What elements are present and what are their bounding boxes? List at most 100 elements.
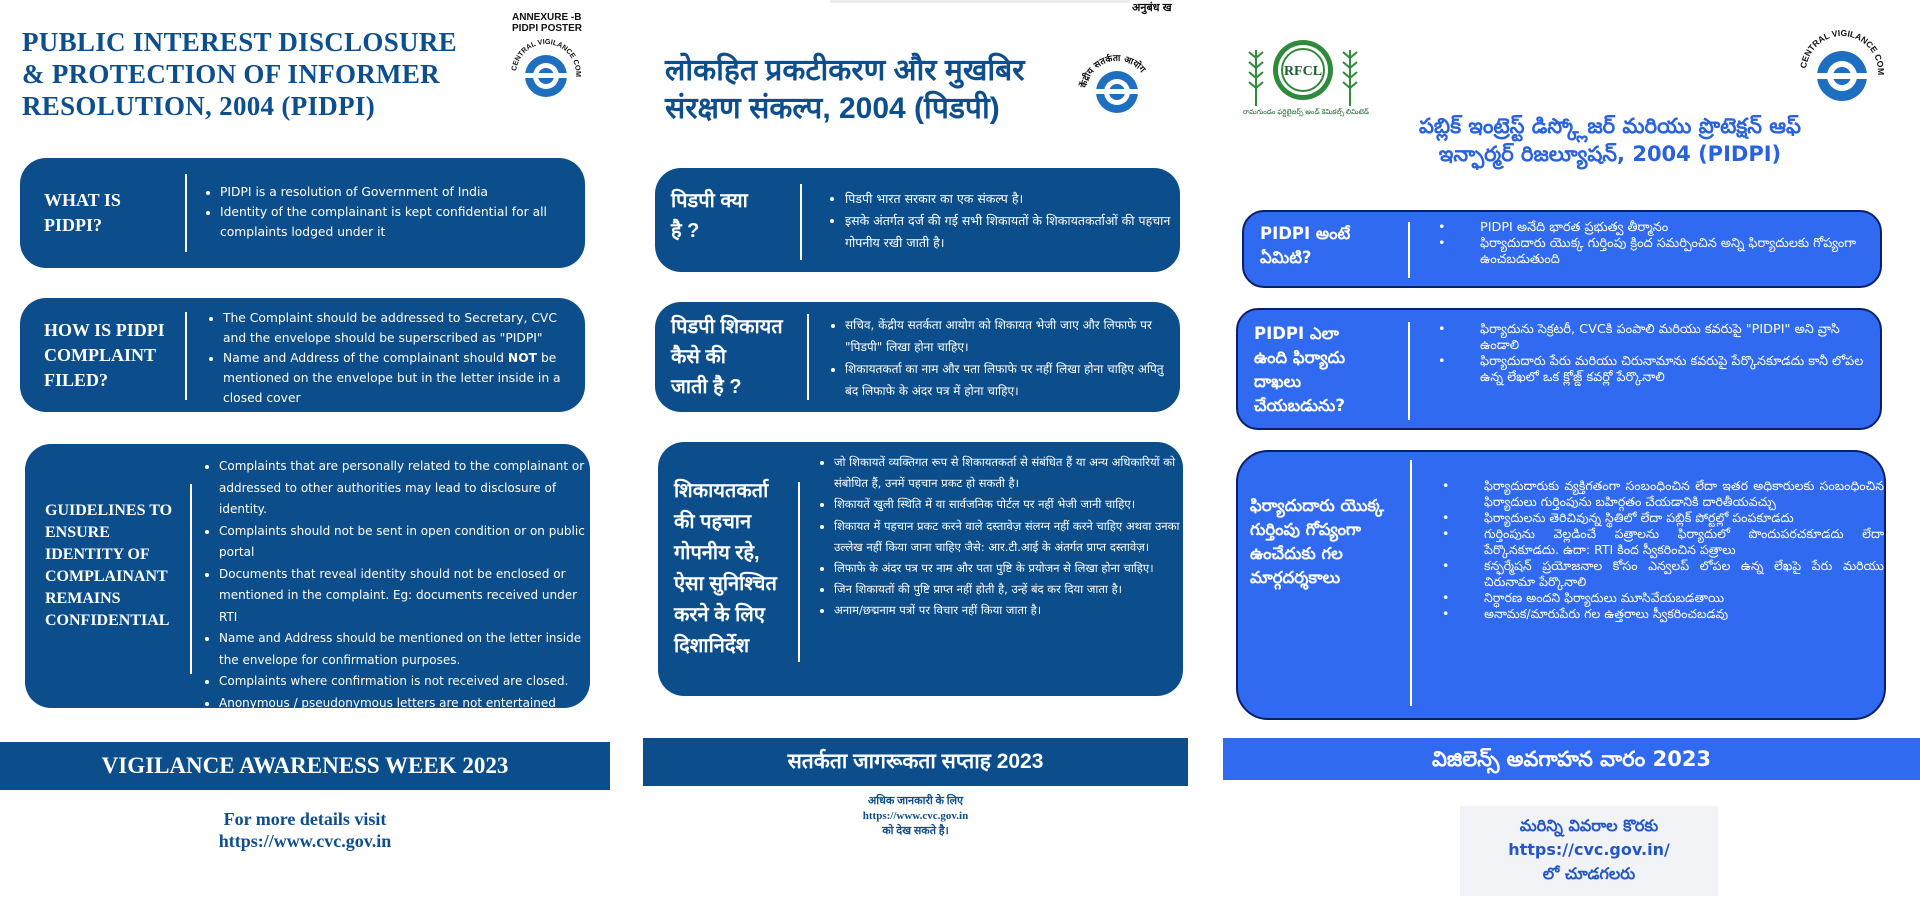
heading-line: PIDPI? xyxy=(44,215,102,235)
annexure-label-hindi: अनुबंध ख xyxy=(1132,2,1172,14)
heading-line: पिडपी क्या xyxy=(671,190,748,212)
heading-line: COMPLAINT xyxy=(44,345,156,365)
what-is-pidpi-box: WHAT IS PIDPI? PIDPI is a resolution of … xyxy=(20,158,585,268)
title-line: PUBLIC INTEREST DISCLOSURE xyxy=(22,27,457,57)
item-text: Name and Address of the complainant shou… xyxy=(223,351,508,365)
title-line: संरक्षण संकल्प, 2004 (पिडपी) xyxy=(665,92,1000,125)
list-item: ఫిర్యాదుదారుకు వ్యక్తిగతంగా సంబంధించిన ల… xyxy=(1484,478,1884,510)
list-item: शिकायत में पहचान प्रकट करने वाले दस्तावे… xyxy=(834,516,1184,558)
title-line: लोकहित प्रकटीकरण और मुखबिर xyxy=(665,54,1025,87)
list-item: PIDPI అనేది భారత ప్రభుత్వ తీర్మానం xyxy=(1480,220,1880,236)
annexure-label: ANNEXURE -B PIDPI POSTER xyxy=(512,12,582,34)
heading-line: कैसे की xyxy=(671,346,726,368)
divider xyxy=(190,484,192,674)
awareness-week-banner: VIGILANCE AWARENESS WEEK 2023 xyxy=(0,742,610,790)
guidelines-box-telugu: ఫిర్యాదుదారు యొక్క గుర్తింపు గోప్యంగా ఉం… xyxy=(1236,450,1886,720)
list-item: ఫిర్యాదును సెక్రటరీ, CVCకి పంపాలి మరియు … xyxy=(1480,322,1880,354)
item-emphasis: NOT xyxy=(507,351,538,365)
list-item: लिफाफे के अंदर पत्र पर नाम और पता पुष्टि… xyxy=(834,558,1184,579)
annex-line: ANNEXURE -B xyxy=(512,12,582,23)
list-item: Documents that reveal identity should no… xyxy=(219,564,591,629)
how-filed-box-hindi: पिडपी शिकायत कैसे की जाती है ? सचिव, कें… xyxy=(655,302,1180,412)
heading-line: GUIDELINES TO xyxy=(45,502,173,519)
how-filed-box-telugu: PIDPI ఎలా ఉంది ఫిర్యాదు దాఖలు చేయబడును? … xyxy=(1236,308,1882,430)
awareness-week-banner-hindi: सतर्कता जागरूकता सप्ताह 2023 xyxy=(643,738,1188,786)
box-heading: PIDPI ఎలా ఉంది ఫిర్యాదు దాఖలు చేయబడును? xyxy=(1254,322,1345,418)
box-heading: पिडपी शिकायत कैसे की जाती है ? xyxy=(671,312,783,402)
box-heading: WHAT IS PIDPI? xyxy=(44,188,121,238)
footer-line: మరిన్ని వివరాల కొరకు xyxy=(1519,816,1659,835)
heading-line: है ? xyxy=(671,220,700,242)
english-title: PUBLIC INTEREST DISCLOSURE & PROTECTION … xyxy=(22,26,482,122)
footer-line: లో చూడగలరు xyxy=(1542,864,1636,883)
heading-line: గుర్తింపు గోప్యంగా xyxy=(1250,520,1362,539)
divider xyxy=(185,312,187,400)
heading-line: जाती है ? xyxy=(671,376,742,398)
box-list: Complaints that are personally related t… xyxy=(201,456,591,714)
heading-line: की पहचान xyxy=(674,511,752,533)
heading-line: HOW IS PIDPI xyxy=(44,320,165,340)
list-item: Name and Address of the complainant shou… xyxy=(223,348,573,408)
heading-line: शिकायतकर्ता xyxy=(674,480,769,502)
rfcl-logo-icon: RFCL xyxy=(1244,28,1362,116)
guidelines-box: GUIDELINES TO ENSURE IDENTITY OF COMPLAI… xyxy=(25,444,590,710)
divider xyxy=(798,482,800,662)
telugu-footer: మరిన్ని వివరాల కొరకు https://cvc.gov.in/… xyxy=(1460,806,1718,896)
list-item: जो शिकायतें व्यक्तिगत रूप से शिकायतकर्ता… xyxy=(834,452,1184,494)
list-item: నిర్ధారణ అందని ఫిర్యాదులు మూసివేయబడతాయి xyxy=(1484,590,1884,606)
awareness-week-banner-telugu: విజిలెన్స్ అవగాహన వారం 2023 xyxy=(1223,738,1920,780)
list-item: The Complaint should be addressed to Sec… xyxy=(223,308,573,348)
cvc-emblem-hindi-icon: केंद्रीय सतर्कता आयोग xyxy=(1077,46,1156,132)
divider xyxy=(1408,322,1410,420)
heading-line: ఏమిటి? xyxy=(1260,248,1312,267)
list-item: शिकायतें खुली स्थिति में या सार्वजनिक पो… xyxy=(834,494,1184,515)
list-item: గుర్తింపును వెల్లడించే పత్రాలను ఫిర్యాదు… xyxy=(1484,526,1884,558)
title-line: ఇన్ఫార్మర్ రిజల్యూషన్, 2004 (PIDPI) xyxy=(1438,142,1782,166)
heading-line: COMPLAINANT xyxy=(45,568,168,585)
heading-line: దాఖలు xyxy=(1254,372,1302,391)
title-line: పబ్లిక్ ఇంట్రెస్ట్ డిస్క్లోజర్ మరియు ప్ర… xyxy=(1419,114,1801,138)
telugu-title: పబ్లిక్ ఇంట్రెస్ట్ డిస్క్లోజర్ మరియు ప్ర… xyxy=(1380,112,1840,168)
heading-line: ENSURE xyxy=(45,524,110,541)
list-item: Complaints where confirmation is not rec… xyxy=(219,671,591,693)
box-heading: पिडपी क्या है ? xyxy=(671,186,748,246)
list-item: जिन शिकायतों की पुष्टि प्राप्त नहीं होती… xyxy=(834,579,1184,600)
list-item: अनाम/छद्मनाम पत्रों पर विचार नहीं किया ज… xyxy=(834,600,1184,621)
box-list: ఫిర్యాదుదారుకు వ్యక్తిగతంగా సంబంధించిన ల… xyxy=(1466,478,1884,622)
footer-link[interactable]: https://cvc.gov.in/ xyxy=(1508,840,1670,859)
heading-line: करने के लिए xyxy=(674,604,765,626)
heading-line: PIDPI ఎలా xyxy=(1254,324,1339,343)
list-item: Complaints should not be sent in open co… xyxy=(219,521,591,564)
box-list: PIDPI అనేది భారత ప్రభుత్వ తీర్మానం ఫిర్య… xyxy=(1462,220,1880,268)
divider xyxy=(807,314,809,400)
box-heading: शिकायतकर्ता की पहचान गोपनीय रहे, ऐसा सुन… xyxy=(674,476,777,662)
list-item: Identity of the complainant is kept conf… xyxy=(220,202,570,242)
box-heading: ఫిర్యాదుదారు యొక్క గుర్తింపు గోప్యంగా ఉం… xyxy=(1250,494,1384,590)
list-item: इसके अंतर्गत दर्ज की गई सभी शिकायतों के … xyxy=(845,210,1175,254)
list-item: కన్ఫర్మేషన్ ప్రయోజనాల కోసం ఎన్వలప్ లోపల … xyxy=(1484,558,1884,590)
box-list: The Complaint should be addressed to Sec… xyxy=(205,308,573,408)
heading-line: ఉంచేదుకు గల xyxy=(1250,544,1343,563)
divider xyxy=(185,174,187,252)
annex-line: PIDPI POSTER xyxy=(512,23,583,34)
top-divider xyxy=(830,0,1130,3)
heading-line: दिशानिर्देश xyxy=(674,635,750,657)
box-list: ఫిర్యాదును సెక్రటరీ, CVCకి పంపాలి మరియు … xyxy=(1462,322,1880,386)
list-item: Complaints that are personally related t… xyxy=(219,456,591,521)
box-list: जो शिकायतें व्यक्तिगत रूप से शिकायतकर्ता… xyxy=(816,452,1184,622)
how-filed-box: HOW IS PIDPI COMPLAINT FILED? The Compla… xyxy=(20,298,585,412)
list-item: सचिव, केंद्रीय सतर्कता आयोग को शिकायत भे… xyxy=(845,314,1180,358)
footer-line: अधिक जानकारी के लिए xyxy=(867,795,964,807)
footer-link[interactable]: https://www.cvc.gov.in xyxy=(218,831,392,851)
heading-line: REMAINS xyxy=(45,590,121,607)
english-footer: For more details visit https://www.cvc.g… xyxy=(0,808,610,852)
title-line: RESOLUTION, 2004 (PIDPI) xyxy=(22,91,375,121)
guidelines-box-hindi: शिकायतकर्ता की पहचान गोपनीय रहे, ऐसा सुन… xyxy=(658,442,1183,696)
heading-line: गोपनीय रहे, xyxy=(674,542,760,564)
box-list: PIDPI is a resolution of Government of I… xyxy=(202,182,570,242)
footer-link[interactable]: https://www.cvc.gov.in xyxy=(862,810,969,822)
list-item: అనామక/మారుపేరు గల ఉత్తరాలు స్వీకరించబడవు xyxy=(1484,606,1884,622)
box-list: पिडपी भारत सरकार का एक संकल्प है। इसके अ… xyxy=(827,188,1175,254)
heading-line: మార్గదర్శకాలు xyxy=(1250,568,1341,587)
hindi-footer: अधिक जानकारी के लिए https://www.cvc.gov.… xyxy=(643,794,1188,839)
